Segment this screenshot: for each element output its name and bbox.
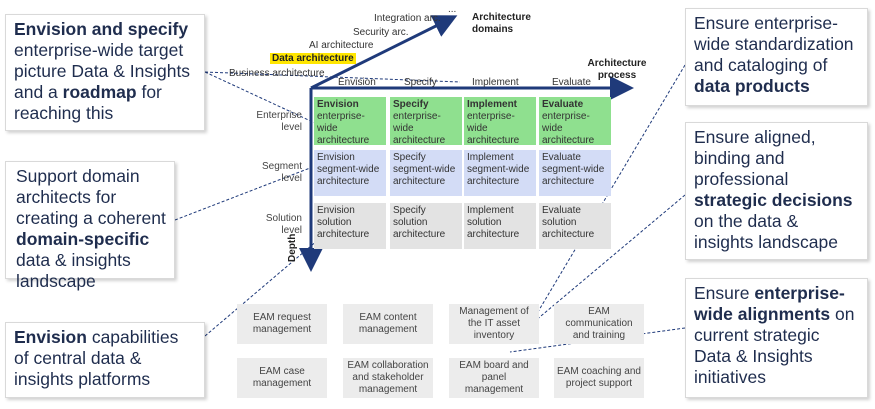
matrix-cell: Implement segment-wide architecture xyxy=(464,150,536,196)
matrix-cell: Implement solution architecture xyxy=(464,203,536,249)
domain-label-business: Business architecture xyxy=(229,68,325,79)
process-label-envision: Envision xyxy=(338,77,376,88)
matrix-cell: Envision segment-wide architecture xyxy=(314,150,386,196)
callout-domain-architects: Support domain architects for creating a… xyxy=(5,161,175,291)
callout-bold: Envision and specify xyxy=(14,19,189,39)
row-label-segment: Segment level xyxy=(261,161,302,184)
matrix-cell: Envision solution architecture xyxy=(314,203,386,249)
cell-text: Implement segment-wide architecture xyxy=(467,152,530,187)
row-label-solution: Solution level xyxy=(265,213,302,236)
process-title: Architecture process xyxy=(587,58,647,81)
callout-text: capabilities of central data & insights … xyxy=(14,327,179,389)
connector-line xyxy=(509,194,686,343)
cell-text: Envision solution architecture xyxy=(317,205,370,240)
domain-label-ai: AI architecture xyxy=(309,40,374,51)
callout-text: Ensure xyxy=(694,283,750,303)
matrix-cell: Specify solution architecture xyxy=(390,203,462,249)
callout-text: on the data & insights landscape xyxy=(694,211,838,252)
cell-text: Evaluate solution architecture xyxy=(542,205,595,240)
callout-text: Support domain architects for creating a… xyxy=(16,166,166,228)
callout-bold: Envision xyxy=(14,327,87,347)
callout-platforms: Envision capabilities of central data & … xyxy=(5,322,205,398)
domain-axis xyxy=(310,15,458,90)
matrix-cell: Evaluate segment-wide architecture xyxy=(539,150,611,196)
depth-label: Depth xyxy=(287,233,298,262)
cell-text: Envision segment-wide architecture xyxy=(317,152,380,187)
domain-label-integration: Integration arc. xyxy=(374,13,441,24)
cell-heading: Envision xyxy=(317,99,359,110)
callout-bold: roadmap xyxy=(62,82,137,102)
cell-text: enterprise-wide architecture xyxy=(542,111,595,146)
eam-box: EAM request management xyxy=(237,304,327,344)
process-label-evaluate: Evaluate xyxy=(552,77,591,88)
cell-text: Implement solution architecture xyxy=(467,205,520,240)
row-label-enterprise: Enterprise level xyxy=(256,110,302,133)
cell-heading: Specify xyxy=(393,99,429,110)
cell-heading: Evaluate xyxy=(542,99,584,110)
eam-box: EAM case management xyxy=(237,358,327,398)
connector-line xyxy=(174,167,311,221)
ellipsis-label: ... xyxy=(448,4,457,15)
callout-text: for reaching this xyxy=(14,82,162,123)
cell-text: enterprise-wide architecture xyxy=(393,111,446,146)
eam-box: EAM communication and training xyxy=(554,304,644,344)
domain-label-data: Data architecture xyxy=(270,53,356,64)
eam-box: EAM coaching and project support xyxy=(554,358,644,398)
callout-data-products: Ensure enterprise-wide standardization a… xyxy=(685,8,868,106)
cell-text: enterprise-wide architecture xyxy=(317,111,370,146)
matrix-cell: Specify segment-wide architecture xyxy=(390,150,462,196)
process-label-specify: Specify xyxy=(404,77,437,88)
domain-label-security: Security arc. xyxy=(353,27,409,38)
eam-box: EAM collaboration and stakeholder manage… xyxy=(343,358,433,398)
process-label-implement: Implement xyxy=(472,77,519,88)
callout-text: enterprise-wide target picture Data & In… xyxy=(14,40,191,102)
cell-text: Specify segment-wide architecture xyxy=(393,152,456,187)
callout-text: Ensure enterprise-wide standardization a… xyxy=(694,13,854,75)
callout-bold: strategic decisions xyxy=(694,190,853,210)
eam-box: EAM content management xyxy=(343,304,433,344)
callout-text: on current strategic Data & Insights ini… xyxy=(694,304,855,387)
cell-text: Specify solution architecture xyxy=(393,205,446,240)
eam-box: Management of the IT asset inventory xyxy=(449,304,539,344)
callout-bold: domain-specific xyxy=(16,229,150,249)
callout-bold: enterprise-wide alignments xyxy=(694,283,845,324)
cell-text: enterprise-wide architecture xyxy=(467,111,520,146)
callout-bold: data products xyxy=(694,76,810,96)
cell-heading: Implement xyxy=(467,99,518,110)
callout-text: Ensure aligned, binding and professional xyxy=(694,127,816,189)
connector-line xyxy=(509,327,686,353)
connector-line xyxy=(204,71,316,124)
callout-envision-specify: Envision and specify enterprise-wide tar… xyxy=(5,14,205,131)
eam-box: EAM board and panel management xyxy=(449,358,539,398)
cell-text: Evaluate segment-wide architecture xyxy=(542,152,605,187)
callout-strategic-decisions: Ensure aligned, binding and professional… xyxy=(685,122,868,260)
callout-text: data & insights landscape xyxy=(16,250,131,291)
callout-alignments: Ensure enterprise-wide alignments on cur… xyxy=(685,278,868,398)
domains-title: Architecture domains xyxy=(472,12,531,35)
matrix-cell: Evaluate solution architecture xyxy=(539,203,611,249)
